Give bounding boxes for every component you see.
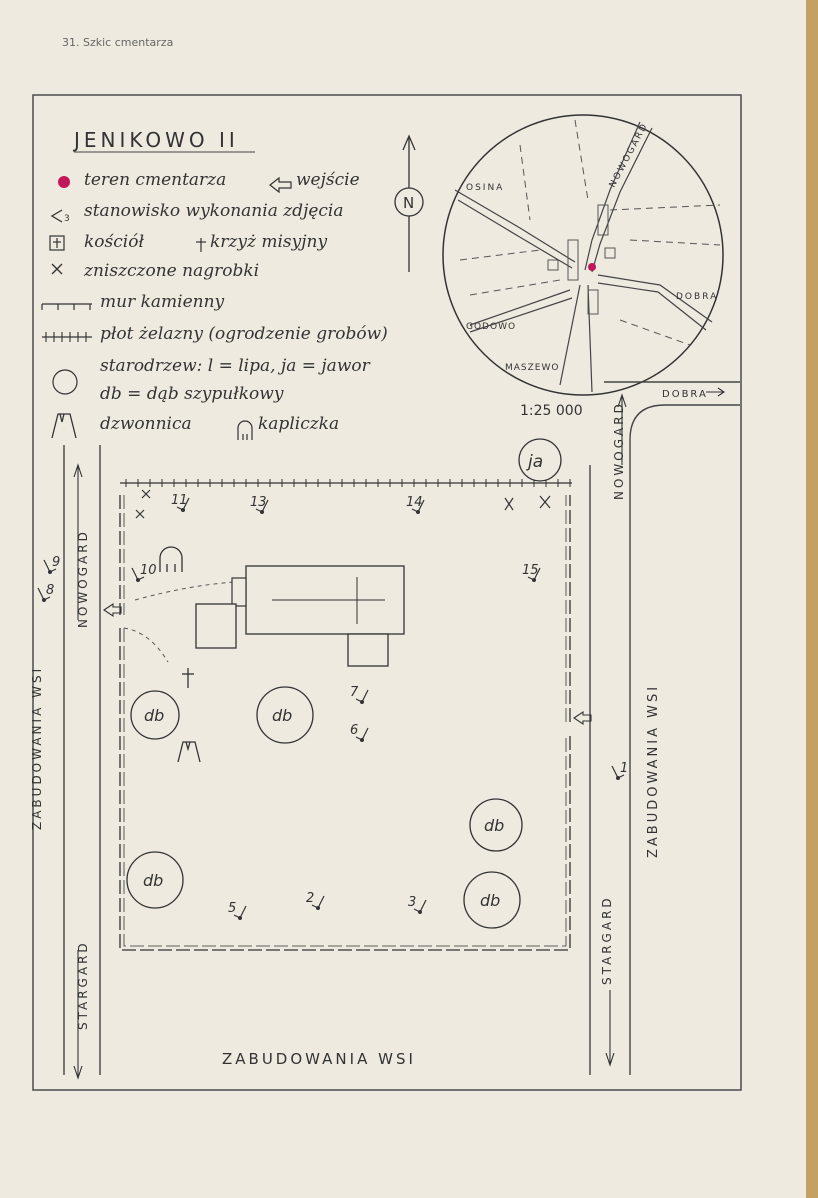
tree-label-db: db bbox=[144, 706, 164, 725]
north-letter: N bbox=[403, 194, 414, 212]
road-label-nowogard-left: NOWOGARD bbox=[76, 529, 90, 628]
legend-cemetery-area: teren cmentarza bbox=[84, 170, 227, 190]
photo-position-dot bbox=[260, 510, 264, 514]
photo-position-dot bbox=[42, 598, 46, 602]
photo-positions: 1 2 3 5 6 7 8 9 10 11 13 14 15 bbox=[37, 493, 628, 920]
tree-label-db: db bbox=[272, 706, 292, 725]
village-label-left: ZABUDOWANIA WSI bbox=[30, 665, 44, 830]
photo-position-dot bbox=[238, 916, 242, 920]
legend-mission-cross: krzyż misyjny bbox=[210, 232, 328, 252]
tree-label-ja: ja bbox=[526, 452, 543, 472]
cross-icon bbox=[196, 238, 206, 252]
destroyed-grave-markers bbox=[135, 489, 551, 519]
belfry-icon bbox=[51, 413, 77, 439]
destroyed-grave-icon bbox=[51, 263, 63, 275]
church-building[interactable] bbox=[195, 565, 405, 667]
inset-label-godowo: GODOWO bbox=[466, 322, 516, 332]
inset-label-osina: OSINA bbox=[466, 183, 504, 193]
legend-church: kościół bbox=[84, 232, 144, 252]
photo-position-label: 5 bbox=[228, 901, 236, 916]
chapel-icon bbox=[237, 420, 253, 440]
camera-position-icon bbox=[50, 209, 63, 223]
tree-label-db: db bbox=[480, 891, 500, 910]
tree-label-db: db bbox=[484, 816, 504, 835]
outer-frame bbox=[32, 94, 742, 1091]
legend-belfry: dzwonnica bbox=[100, 414, 192, 434]
legend-old-trees: starodrzew: l = lipa, ja = jawor bbox=[100, 356, 370, 376]
legend-destroyed-graves: zniszczone nagrobki bbox=[84, 261, 260, 281]
page-edge bbox=[806, 0, 818, 1198]
legend-iron-fence: płot żelazny (ogrodzenie grobów) bbox=[100, 324, 388, 344]
figure-caption: 31. Szkic cmentarza bbox=[62, 36, 174, 49]
road-label-nowogard-right: NOWOGARD bbox=[612, 401, 626, 500]
road-label-stargard-right: STARGARD bbox=[600, 895, 614, 985]
legend-entrance: wejście bbox=[296, 170, 360, 190]
photo-position-dot bbox=[181, 508, 185, 512]
village-label-right: ZABUDOWANIA WSI bbox=[646, 683, 661, 858]
photo-position-label: 9 bbox=[52, 555, 60, 570]
belfry-marker[interactable] bbox=[177, 741, 201, 763]
stone-wall-icon bbox=[41, 303, 92, 310]
cemetery-dot-icon bbox=[58, 176, 70, 188]
photo-position-label: 8 bbox=[46, 583, 54, 598]
legend-oak: db = dąb szypułkowy bbox=[100, 384, 284, 404]
tree-circles[interactable] bbox=[126, 438, 562, 929]
map-title: JENIKOWO II bbox=[74, 128, 239, 152]
photo-position-label: 10 bbox=[140, 563, 157, 578]
photo-position-label: 2 bbox=[306, 891, 314, 906]
photo-position-dot bbox=[360, 738, 364, 742]
photo-position-dot bbox=[418, 910, 422, 914]
photo-position-dot bbox=[416, 510, 420, 514]
road-lines bbox=[63, 381, 740, 1075]
cemetery-fence-north bbox=[120, 479, 572, 487]
inset-label-maszewo: MASZEWO bbox=[505, 363, 559, 373]
tree-label-db: db bbox=[143, 871, 163, 890]
photo-position-dot bbox=[136, 578, 140, 582]
photo-position-label: 3 bbox=[408, 895, 416, 910]
photo-position-dot bbox=[616, 776, 620, 780]
cemetery-wall bbox=[119, 495, 571, 951]
tree-icon bbox=[52, 369, 78, 395]
mission-cross-marker[interactable] bbox=[182, 668, 194, 688]
path-dashed bbox=[123, 627, 169, 663]
path-dashed bbox=[134, 581, 236, 601]
photo-position-label: 14 bbox=[406, 495, 423, 510]
village-label-bottom: ZABUDOWANIA WSI bbox=[222, 1050, 416, 1068]
legend-stone-wall: mur kamienny bbox=[100, 292, 225, 312]
entrance-west[interactable] bbox=[103, 602, 122, 618]
road-label-dobra: DOBRA bbox=[662, 389, 708, 400]
photo-position-label: 11 bbox=[171, 493, 188, 508]
photo-position-label: 1 bbox=[620, 761, 628, 776]
legend-photo-position: stanowisko wykonania zdjęcia bbox=[84, 201, 344, 221]
chapel-marker[interactable] bbox=[159, 546, 183, 572]
legend-photo-symbol-number: 3 bbox=[64, 214, 70, 224]
photo-position-label: 13 bbox=[250, 495, 267, 510]
road-direction-arrows bbox=[73, 387, 725, 1080]
photo-position-dot bbox=[48, 570, 52, 574]
entrance-east[interactable] bbox=[573, 710, 592, 726]
photo-position-label: 7 bbox=[350, 685, 359, 700]
church-icon bbox=[49, 235, 65, 251]
locator-inset bbox=[442, 114, 724, 396]
photo-position-dot bbox=[360, 700, 364, 704]
photo-position-label: 15 bbox=[522, 563, 539, 578]
road-label-stargard-left: STARGARD bbox=[76, 940, 90, 1030]
iron-fence-icon bbox=[42, 332, 92, 342]
photo-position-label: 6 bbox=[350, 723, 358, 738]
scale-text: 1:25 000 bbox=[520, 403, 583, 419]
legend-chapel: kapliczka bbox=[258, 414, 340, 434]
photo-position-dot bbox=[316, 906, 320, 910]
north-arrow bbox=[394, 134, 424, 272]
photo-position-dot bbox=[532, 578, 536, 582]
entrance-arrow-icon bbox=[269, 176, 292, 194]
inset-label-dobra: DOBRA bbox=[676, 292, 718, 302]
